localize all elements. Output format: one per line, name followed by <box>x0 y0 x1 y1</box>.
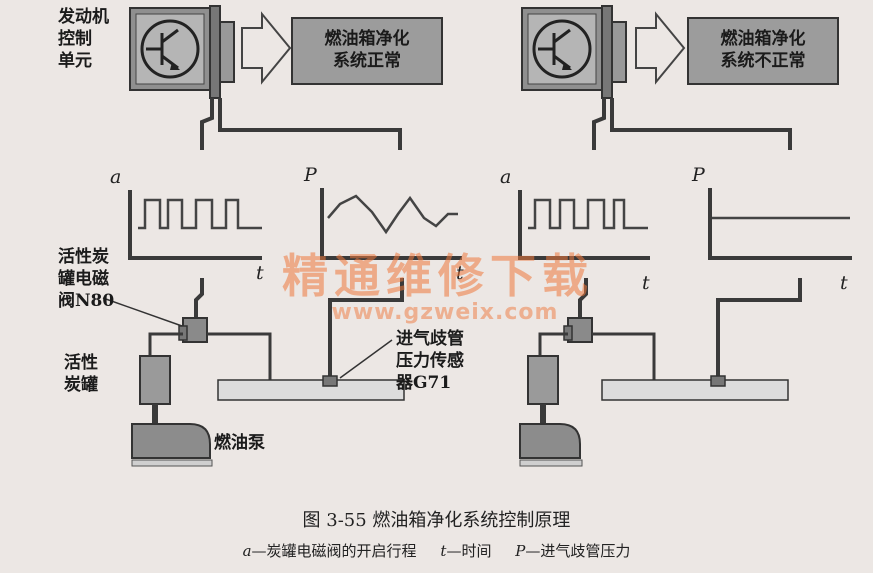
legend-t-symbol: t <box>440 542 447 560</box>
canister-label-line2: 炭罐 <box>64 375 98 395</box>
axis-t-left-p: t <box>456 262 464 284</box>
status-fault-line2: 系统不正常 <box>720 51 806 71</box>
status-fault-text: 燃油箱净化 系统不正常 <box>688 28 838 72</box>
wiring-left-lower <box>194 278 404 378</box>
axis-t-right-a: t <box>642 272 650 294</box>
fuel-pump-label: 燃油泵 <box>214 433 265 453</box>
solenoid-n80-left <box>178 317 208 343</box>
axis-a-left: a <box>110 166 122 188</box>
ecu-unit-right <box>521 5 627 99</box>
wiring-right-lower <box>578 278 802 378</box>
intake-manifold-right <box>601 375 789 401</box>
status-ok-line2: 系统正常 <box>333 51 401 71</box>
map-sensor-label-line1: 进气歧管 <box>396 329 464 349</box>
solenoid-label-line1: 活性炭 <box>58 247 109 267</box>
canister-left <box>139 355 171 405</box>
legend-p-text: —进气歧管压力 <box>525 542 631 560</box>
solenoid-label-line2: 罐电磁 <box>58 269 109 289</box>
fuel-tank-right <box>519 423 583 467</box>
ecu-label-line3: 单元 <box>58 51 92 71</box>
figure-legend: a—炭罐电磁阀的开启行程 t—时间 P—进气歧管压力 <box>0 540 873 561</box>
manifold-pressure-graph-right <box>708 188 852 260</box>
solenoid-label-line3: 阀N80 <box>58 291 115 311</box>
axis-t-left-a: t <box>256 262 264 284</box>
valve-stroke-graph-left <box>128 190 262 260</box>
watermark-url: www.gzweix.com <box>331 300 559 325</box>
signal-arrow-right <box>635 11 686 85</box>
status-ok-line1: 燃油箱净化 <box>324 29 410 49</box>
wiring-right <box>592 98 792 150</box>
pipes-left <box>148 332 272 384</box>
figure-caption: 图 3-55 燃油箱净化系统控制原理 <box>302 510 571 531</box>
map-sensor-label-line2: 压力传感 <box>396 351 464 371</box>
canister-right <box>527 355 559 405</box>
status-fault-line1: 燃油箱净化 <box>720 29 806 49</box>
map-sensor-label: 进气歧管 压力传感 器G71 <box>396 328 464 394</box>
legend-a-symbol: a <box>242 542 252 560</box>
watermark-text: 精通维修下载 <box>282 249 594 303</box>
legend-a-text: —炭罐电磁阀的开启行程 <box>251 542 417 560</box>
canister-label-line1: 活性 <box>64 353 98 373</box>
axis-a-right: a <box>500 166 512 188</box>
pipes-right <box>538 332 656 384</box>
ecu-unit-left <box>129 5 235 99</box>
solenoid-leader <box>102 297 183 327</box>
intake-manifold-left <box>217 375 405 401</box>
canister-label: 活性 炭罐 <box>64 352 98 396</box>
sensor-leader <box>339 339 393 379</box>
axis-p-left: P <box>304 164 317 186</box>
signal-arrow-left <box>241 11 292 85</box>
legend-p-symbol: P <box>515 542 526 560</box>
map-sensor-label-line3: 器G71 <box>396 373 452 393</box>
fuel-tank-left <box>131 423 213 467</box>
axis-p-right: P <box>692 164 705 186</box>
axis-t-right-p: t <box>840 272 848 294</box>
wiring-left <box>200 98 402 150</box>
ecu-label-line2: 控制 <box>58 29 92 49</box>
status-ok-text: 燃油箱净化 系统正常 <box>292 28 442 72</box>
valve-stroke-graph-right <box>518 190 650 260</box>
solenoid-n80-right <box>563 317 593 343</box>
ecu-label: 发动机 控制 单元 <box>58 6 109 72</box>
status-box-ok <box>291 17 443 85</box>
manifold-pressure-graph-left <box>320 188 462 260</box>
status-box-fault <box>687 17 839 85</box>
solenoid-label: 活性炭 罐电磁 阀N80 <box>58 246 114 312</box>
ecu-label-line1: 发动机 <box>58 7 109 27</box>
legend-t-text: —时间 <box>446 542 492 560</box>
